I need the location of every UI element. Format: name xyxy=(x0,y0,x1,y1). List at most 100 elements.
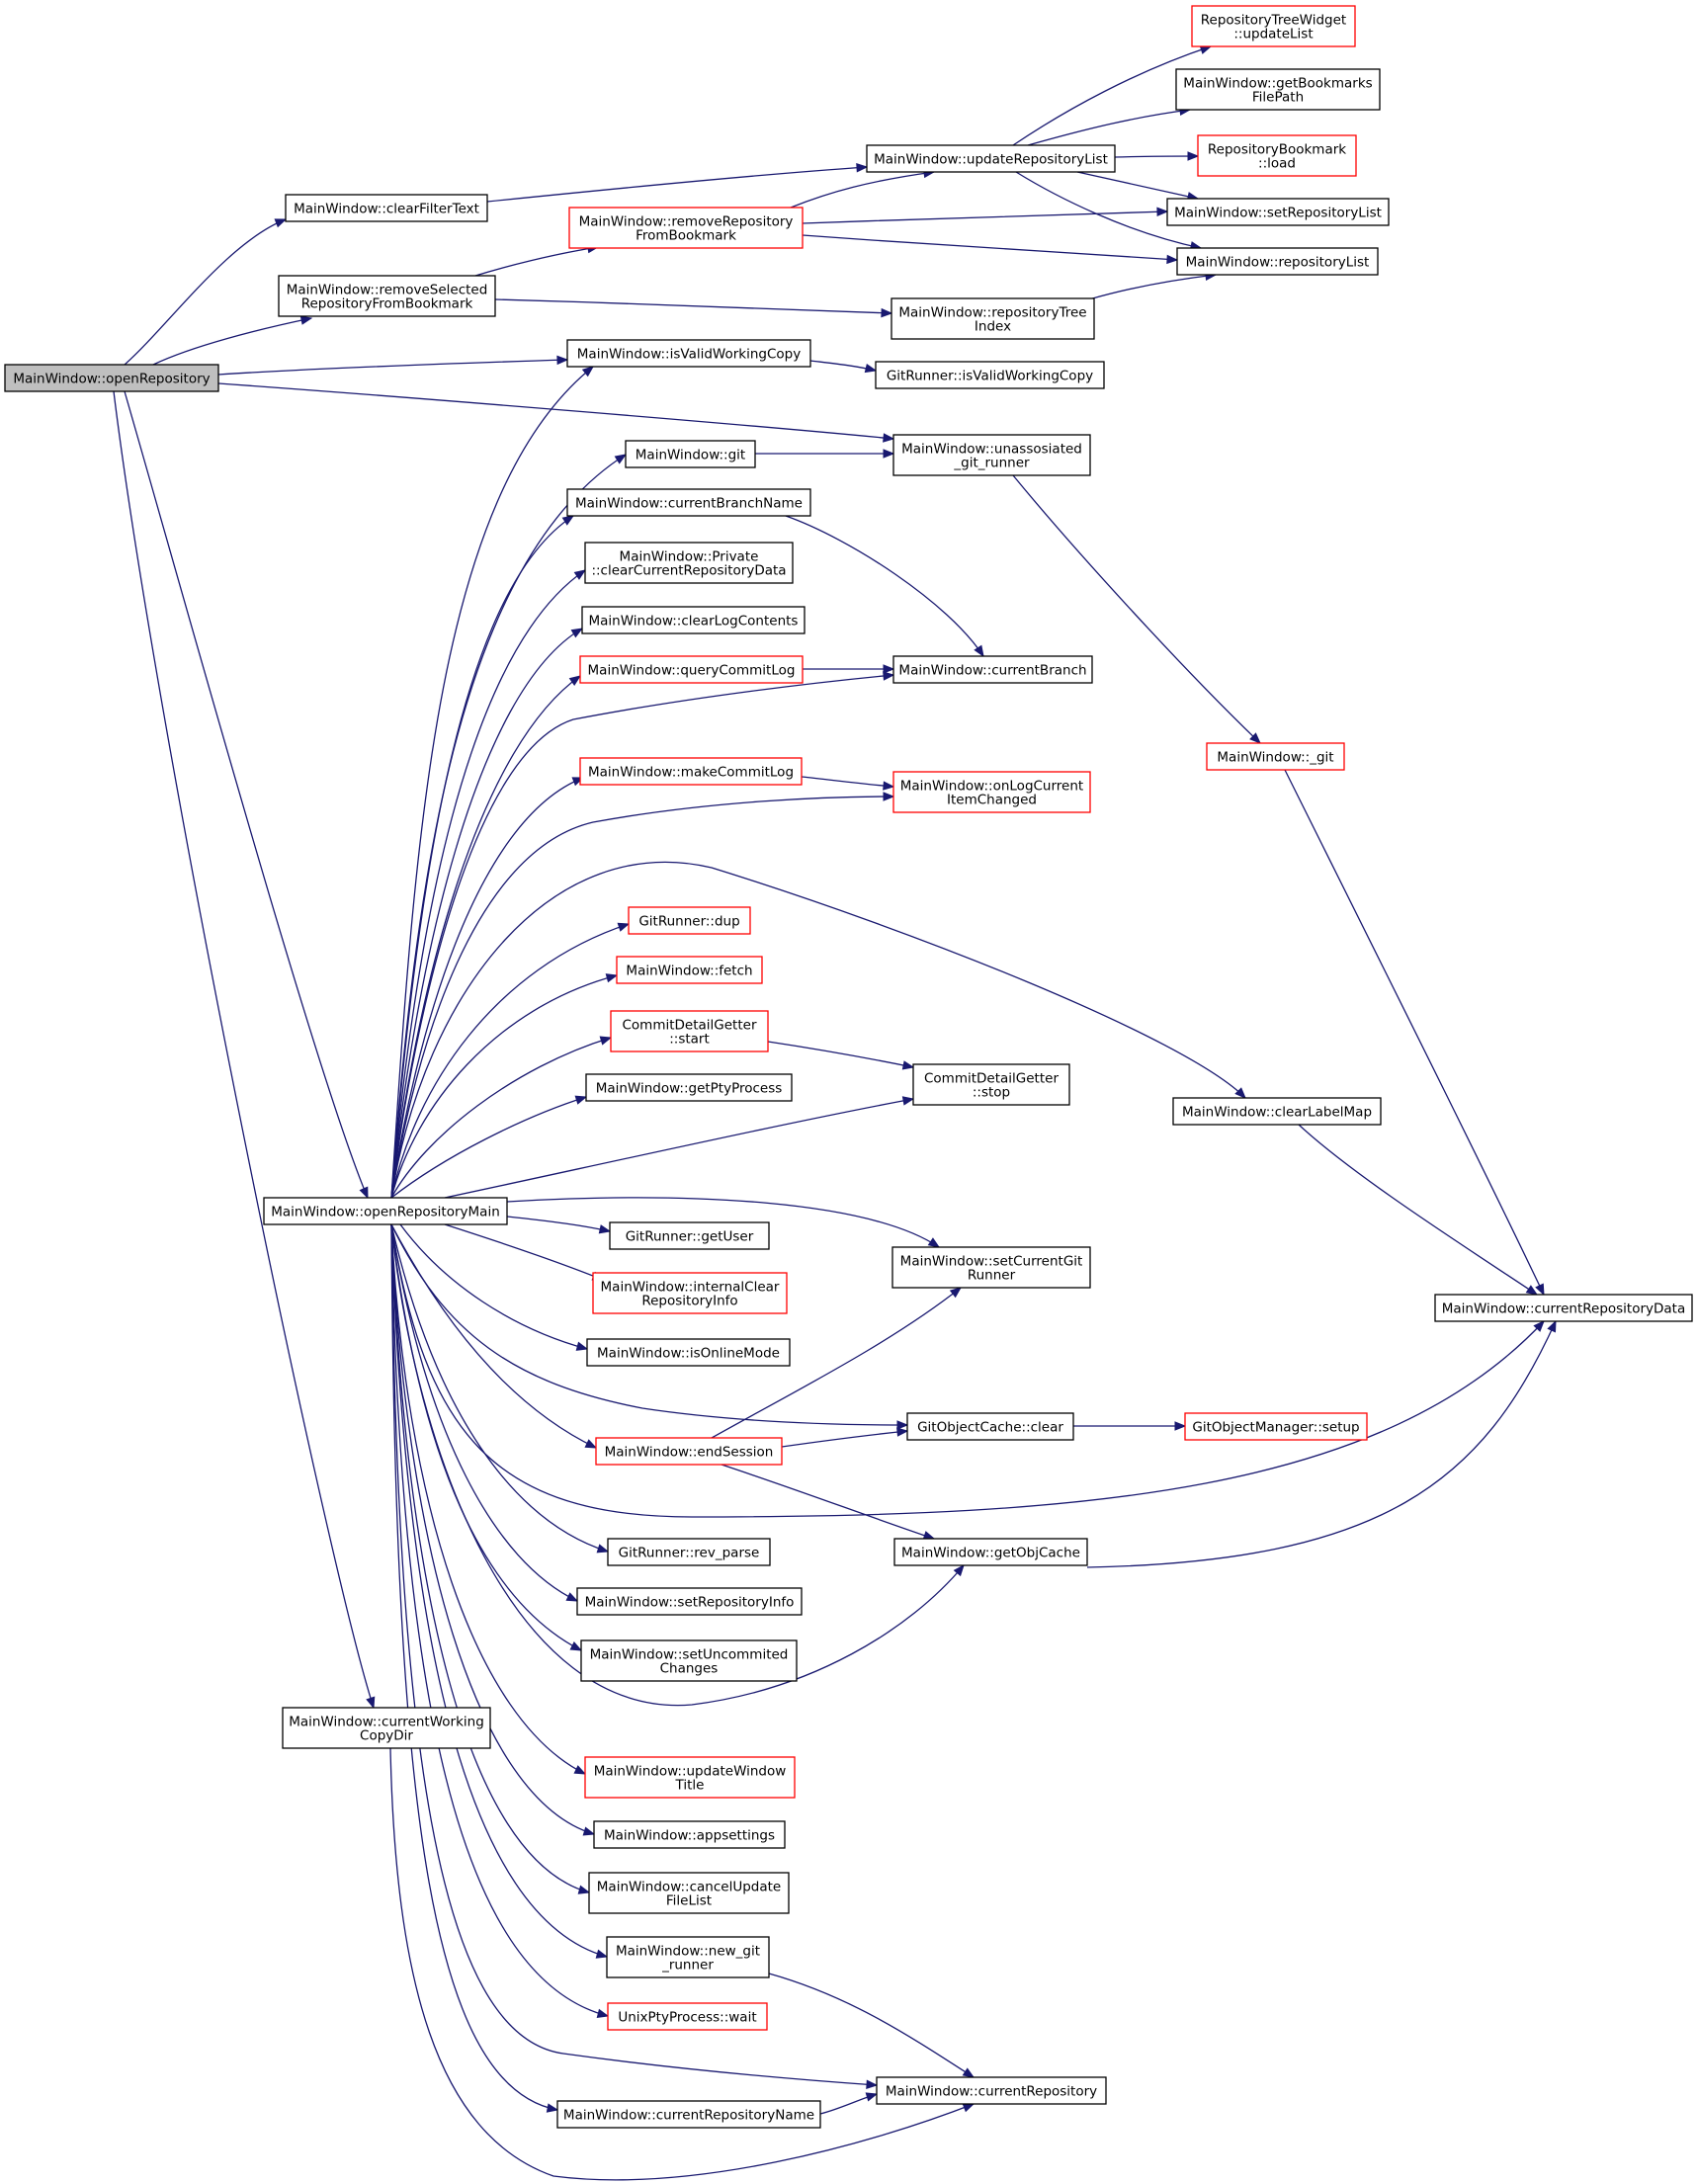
edge-line xyxy=(124,390,369,1199)
node-appsettings[interactable]: MainWindow::appsettings xyxy=(593,1820,786,1849)
edge-updateRepositoryList-to-repositoryBookmarkLoad xyxy=(1114,151,1200,161)
node-gitRunnerIsValidWorkingCopy[interactable]: GitRunner::isValidWorkingCopy xyxy=(875,361,1105,389)
node-clearFilterText[interactable]: MainWindow::clearFilterText xyxy=(285,194,488,222)
node-box xyxy=(595,1437,783,1466)
edge-line xyxy=(390,569,586,1199)
node-box xyxy=(892,434,1091,476)
node-newGitRunner[interactable]: MainWindow::new_git_runner xyxy=(606,1936,770,1978)
arrowhead-icon xyxy=(883,792,895,801)
node-endSession[interactable]: MainWindow::endSession xyxy=(595,1437,783,1466)
arrowhead-icon xyxy=(883,433,895,443)
node-unassosiatedGitRunner[interactable]: MainWindow::unassosiated_git_runner xyxy=(892,434,1091,476)
node-clearLogContents[interactable]: MainWindow::clearLogContents xyxy=(581,606,806,634)
arrowhead-icon xyxy=(577,1885,591,1894)
node-updateRepositoryList[interactable]: MainWindow::updateRepositoryList xyxy=(866,144,1116,173)
node-repositoryList[interactable]: MainWindow::repositoryList xyxy=(1176,247,1379,276)
node-label: _git_runner xyxy=(953,456,1030,471)
edge-line xyxy=(390,1223,558,2111)
edge-line xyxy=(711,1287,962,1439)
arrowhead-icon xyxy=(1187,151,1200,161)
node-openRepositoryMain[interactable]: MainWindow::openRepositoryMain xyxy=(263,1197,508,1225)
node-gitRunnerGetUser[interactable]: GitRunner::getUser xyxy=(609,1221,770,1250)
edge-line xyxy=(390,974,618,1199)
edge-line xyxy=(474,246,599,277)
node-privateClearCurrentRepoData[interactable]: MainWindow::Private::clearCurrentReposit… xyxy=(584,542,794,584)
edge-openRepositoryMain-to-internalClearRepoInfo xyxy=(444,1223,605,1281)
node-mwFetch[interactable]: MainWindow::fetch xyxy=(616,956,763,984)
arrowhead-icon xyxy=(581,366,595,378)
edge-openRepositoryMain-to-currentRepository xyxy=(390,1223,879,2089)
node-box xyxy=(891,1246,1091,1289)
edge-line xyxy=(390,1223,590,1893)
arrowhead-icon xyxy=(568,675,582,686)
edge-line xyxy=(785,515,984,657)
node-currentBranchName[interactable]: MainWindow::currentBranchName xyxy=(566,488,811,517)
node-box xyxy=(1175,68,1381,111)
node-label: MainWindow::currentBranchName xyxy=(575,496,803,512)
node-repositoryBookmarkLoad[interactable]: RepositoryBookmark::load xyxy=(1197,134,1357,177)
node-label: ItemChanged xyxy=(947,793,1037,808)
node-openRepository[interactable]: MainWindow::openRepository xyxy=(4,364,219,392)
node-clearLabelMap[interactable]: MainWindow::clearLabelMap xyxy=(1172,1097,1382,1126)
arrowhead-icon xyxy=(883,671,895,681)
edge-openRepositoryMain-to-endSession xyxy=(390,1223,598,1449)
node-setRepositoryList[interactable]: MainWindow::setRepositoryList xyxy=(1166,198,1390,226)
edge-openRepository-to-clearFilterText xyxy=(124,218,288,366)
node-label: ::start xyxy=(669,1032,710,1048)
node-getPtyProcess[interactable]: MainWindow::getPtyProcess xyxy=(585,1073,793,1102)
edge-isValidWorkingCopy-to-gitRunnerIsValidWorkingCopy xyxy=(809,360,878,374)
node-isOnlineMode[interactable]: MainWindow::isOnlineMode xyxy=(586,1338,791,1367)
node-setRepositoryInfo[interactable]: MainWindow::setRepositoryInfo xyxy=(576,1587,803,1616)
node-label: MainWindow::setRepositoryInfo xyxy=(585,1595,795,1611)
arrowhead-icon xyxy=(901,1060,915,1070)
node-queryCommitLog[interactable]: MainWindow::queryCommitLog xyxy=(579,655,804,684)
arrowhead-icon xyxy=(883,449,895,459)
arrowhead-icon xyxy=(1535,1283,1545,1297)
node-gitRunnerRevParse[interactable]: GitRunner::rev_parse xyxy=(607,1538,771,1566)
node-currentRepositoryName[interactable]: MainWindow::currentRepositoryName xyxy=(556,2100,821,2129)
node-label: GitRunner::rev_parse xyxy=(619,1546,760,1561)
node-commitDetailGetterStart[interactable]: CommitDetailGetter::start xyxy=(610,1010,769,1052)
node-isValidWorkingCopy[interactable]: MainWindow::isValidWorkingCopy xyxy=(566,339,811,368)
node-label: MainWindow::_git xyxy=(1217,750,1333,766)
node-currentRepository[interactable]: MainWindow::currentRepository xyxy=(876,2076,1107,2105)
node-label: MainWindow::repositoryList xyxy=(1186,255,1370,271)
arrowhead-icon xyxy=(582,1826,596,1836)
edge-openRepositoryMain-to-updateWindowTitle xyxy=(390,1223,587,1775)
edge-newGitRunner-to-currentRepository xyxy=(768,1973,976,2078)
node-removeSelectedRepo[interactable]: MainWindow::removeSelectedRepositoryFrom… xyxy=(278,275,496,317)
edge-mwUnderscoreGit-to-currentRepositoryData xyxy=(1284,769,1545,1297)
node-gitObjectManagerSetup[interactable]: GitObjectManager::setup xyxy=(1184,1412,1368,1441)
node-makeCommitLog[interactable]: MainWindow::makeCommitLog xyxy=(579,757,803,786)
node-mwUnderscoreGit[interactable]: MainWindow::_git xyxy=(1206,742,1345,771)
edge-removeRepoFromBookmark-to-repositoryList xyxy=(802,234,1179,265)
node-currentRepositoryData[interactable]: MainWindow::currentRepositoryData xyxy=(1434,1294,1693,1322)
edge-line xyxy=(444,1098,914,1199)
edge-updateRepositoryList-to-setRepositoryList xyxy=(1076,171,1200,202)
edge-openRepositoryMain-to-setCurrentGitRunner xyxy=(506,1197,941,1248)
node-commitDetailGetterStop[interactable]: CommitDetailGetter::stop xyxy=(912,1063,1070,1106)
node-box xyxy=(912,1063,1070,1106)
node-getObjCache[interactable]: MainWindow::getObjCache xyxy=(893,1538,1088,1566)
node-mwGit[interactable]: MainWindow::git xyxy=(625,440,756,468)
node-repoTreeWidgetUpdateList[interactable]: RepositoryTreeWidget::updateList xyxy=(1191,5,1356,47)
node-box xyxy=(580,1639,798,1682)
node-gitRunnerDup[interactable]: GitRunner::dup xyxy=(628,906,751,935)
node-label: MainWindow::isValidWorkingCopy xyxy=(577,347,801,363)
node-currentBranch[interactable]: MainWindow::currentBranch xyxy=(892,655,1093,684)
edge-openRepositoryMain-to-clearLabelMap xyxy=(390,861,1246,1199)
node-gitObjectCacheClear[interactable]: GitObjectCache::clear xyxy=(906,1412,1074,1441)
node-unixPtyProcessWait[interactable]: UnixPtyProcess::wait xyxy=(607,2002,768,2031)
node-label: MainWindow::getObjCache xyxy=(901,1546,1080,1561)
arrowhead-icon xyxy=(949,1287,963,1299)
